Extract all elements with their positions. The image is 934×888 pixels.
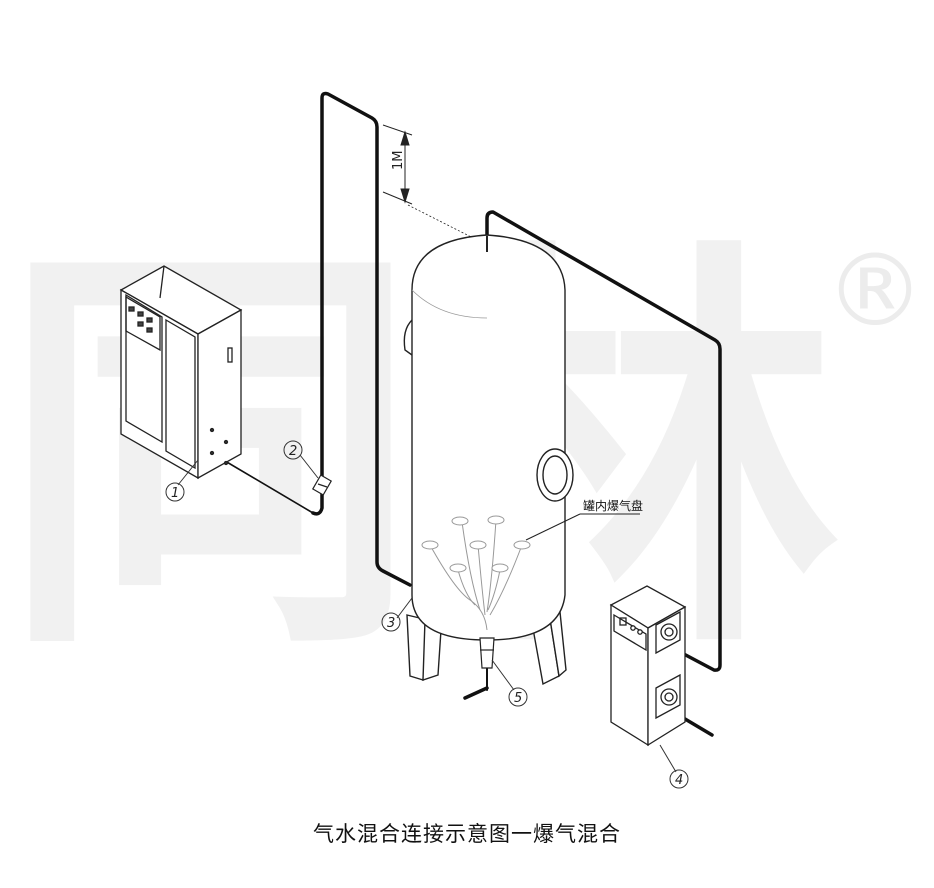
callout-3: 3 (387, 616, 395, 631)
callout-4: 4 (675, 773, 683, 788)
aeration-diffusers: 罐内爆气盘 (421, 498, 643, 631)
callout-numbers: 1 2 3 5 4 (171, 444, 683, 788)
unit-1-cabinet (119, 265, 243, 480)
valve-5 (479, 637, 495, 669)
air-pipe (219, 91, 412, 587)
callouts (165, 440, 689, 789)
flowmeter-2 (311, 474, 333, 496)
tank-3 (403, 234, 574, 686)
registered-mark: ® (825, 232, 925, 349)
dimension-marker: 1M (382, 124, 488, 246)
callout-2: 2 (289, 444, 297, 459)
dimension-label: 1M (391, 151, 406, 171)
tank-label: 罐内爆气盘 (583, 498, 643, 513)
diagram-caption: 气水混合连接示意图一爆气混合 (313, 822, 621, 846)
callout-1: 1 (171, 486, 179, 501)
cabinet-4 (609, 585, 687, 747)
callout-5: 5 (514, 691, 522, 706)
